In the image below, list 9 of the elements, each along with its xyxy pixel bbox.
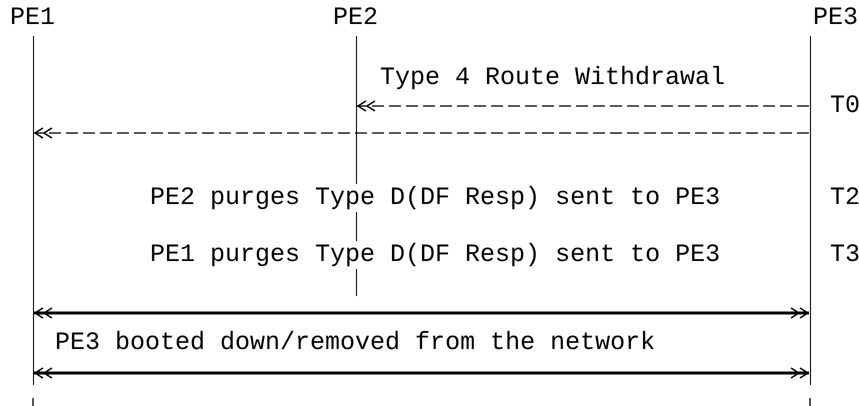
- time-label: T2: [830, 184, 859, 212]
- time-label: T3: [830, 241, 859, 269]
- note-text: PE1 purges Type D(DF Resp) sent to PE3: [150, 241, 720, 269]
- participant-label: PE1: [10, 4, 56, 32]
- time-label: T0: [830, 92, 859, 120]
- edge-label: Type 4 Route Withdrawal: [380, 64, 726, 92]
- participant-label: PE2: [333, 4, 378, 32]
- participant-label: PE3: [813, 4, 858, 32]
- note-text: PE2 purges Type D(DF Resp) sent to PE3: [150, 184, 720, 212]
